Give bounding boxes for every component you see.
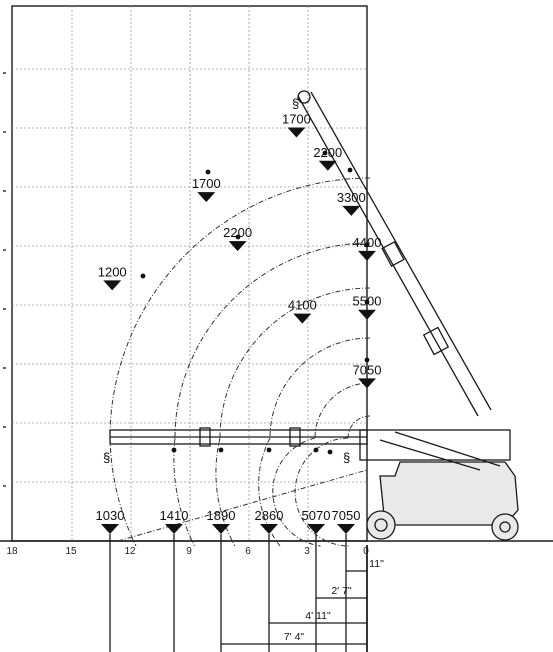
boom-load-label: 1200: [98, 264, 127, 279]
reach-arc: [174, 242, 371, 439]
reach-arc: [347, 415, 371, 439]
arc-point: [235, 234, 241, 240]
boom-load-label: 2200: [223, 225, 252, 240]
front-wheel-hub: [374, 518, 388, 532]
reach-arc: [314, 382, 371, 439]
hook-icon: §: [292, 96, 299, 111]
boom-load-label: 3300: [337, 190, 366, 205]
grid: [0, 5, 553, 542]
boom-load-label: 7050: [353, 362, 382, 377]
boom-load-label: 2200: [313, 145, 342, 160]
ground-load-label: 1030: [96, 508, 125, 523]
boom-load-label: 1700: [192, 176, 221, 191]
reach-arc-lower: [272, 437, 321, 547]
x-tick: 15: [65, 546, 77, 557]
reach-arc-lower: [109, 437, 137, 547]
reach-arc-lower: [258, 437, 281, 547]
x-tick: 9: [186, 546, 192, 557]
dimension-label: 2' 7": [331, 585, 352, 597]
boom-load-label: 4400: [353, 235, 382, 250]
reach-arc: [269, 337, 371, 439]
x-tick: 3: [304, 546, 310, 557]
boom-edge: [310, 91, 492, 411]
arc-point: [347, 167, 353, 173]
arc-point: [364, 357, 370, 363]
arc-point: [322, 150, 328, 156]
boom-load-label: 5500: [353, 294, 382, 309]
grid-frame: [11, 5, 368, 542]
reach-arc: [219, 287, 371, 439]
boom-load-label: 4100: [288, 298, 317, 313]
hook-pulley: [297, 90, 311, 104]
x-tick: 0: [363, 546, 369, 557]
machine-body: [379, 461, 519, 526]
crane-machine: [359, 429, 519, 541]
boom-load-marker: [103, 280, 122, 291]
boom-load-marker: [318, 160, 337, 171]
boom-joint: [289, 427, 301, 447]
hook-icon: §: [343, 450, 350, 465]
machine-arm: [394, 431, 501, 467]
boom-load-marker: [228, 241, 247, 252]
dimension-label: 7' 4": [284, 631, 305, 643]
front-wheel: [366, 510, 396, 540]
hook-icon: §: [103, 450, 110, 465]
reach-arcs: [109, 150, 371, 547]
boom-load-marker: [358, 250, 376, 261]
ground-load-label: 5070: [302, 508, 331, 523]
ground-load-marker: [307, 524, 325, 534]
boom-load-marker: [197, 192, 216, 203]
rear-wheel: [491, 513, 519, 541]
ground-load-marker: [260, 524, 278, 534]
reach-arc: [109, 177, 371, 439]
arc-point: [218, 447, 224, 453]
rear-wheel-hub: [499, 521, 511, 533]
dimension-label: 11": [369, 558, 384, 570]
dimension-lines: 11" 2' 7" 4' 11"7' 4": [221, 545, 384, 652]
boom-load-label: 1700: [282, 111, 311, 126]
arc-point: [171, 447, 177, 453]
boom-edge: [297, 95, 479, 417]
arc-point: [266, 447, 272, 453]
x-tick: 6: [245, 546, 251, 557]
dimension-label: 4' 11": [305, 610, 331, 622]
ground-load-label: 1410: [160, 508, 189, 523]
ground-load-label: 7050: [332, 508, 361, 523]
arc-point: [327, 449, 333, 455]
boom-load-marker: [358, 378, 376, 389]
x-tick: 18: [6, 546, 18, 557]
ground-load-marker: [212, 524, 230, 534]
boom-joint: [422, 326, 450, 356]
arc-point: [364, 242, 370, 248]
reach-arc-lower: [215, 437, 236, 547]
machine-upper: [359, 429, 511, 461]
ground-load-marker: [101, 524, 119, 534]
arc-point: [205, 169, 211, 175]
boom-load-marker: [287, 127, 306, 138]
x-tick: 12: [124, 546, 136, 557]
x-axis-ticks: 18 15 12 9 6 3 0: [6, 546, 369, 557]
ground-load-marker: [337, 524, 355, 534]
crane-boom: § § §: [103, 90, 492, 465]
machine-arm: [379, 439, 481, 471]
reach-arc-lower: [294, 437, 351, 547]
load-labels: 1200 1700 1700 2200 2200 3300 4100 4400 5500 7050…: [96, 111, 382, 652]
boom-load-marker: [293, 313, 312, 324]
ground-reach-line: [117, 469, 368, 542]
boom-load-marker: [342, 205, 361, 216]
arc-point: [364, 299, 370, 305]
arc-point: [140, 273, 146, 279]
boom-joint: [381, 241, 405, 267]
boom-load-marker: [358, 309, 376, 320]
ground-load-label: 1890: [207, 508, 236, 523]
ground-load-marker: [165, 524, 183, 534]
ground-load-label: 2860: [255, 508, 284, 523]
arc-point: [313, 447, 319, 453]
boom-joint: [199, 427, 211, 447]
